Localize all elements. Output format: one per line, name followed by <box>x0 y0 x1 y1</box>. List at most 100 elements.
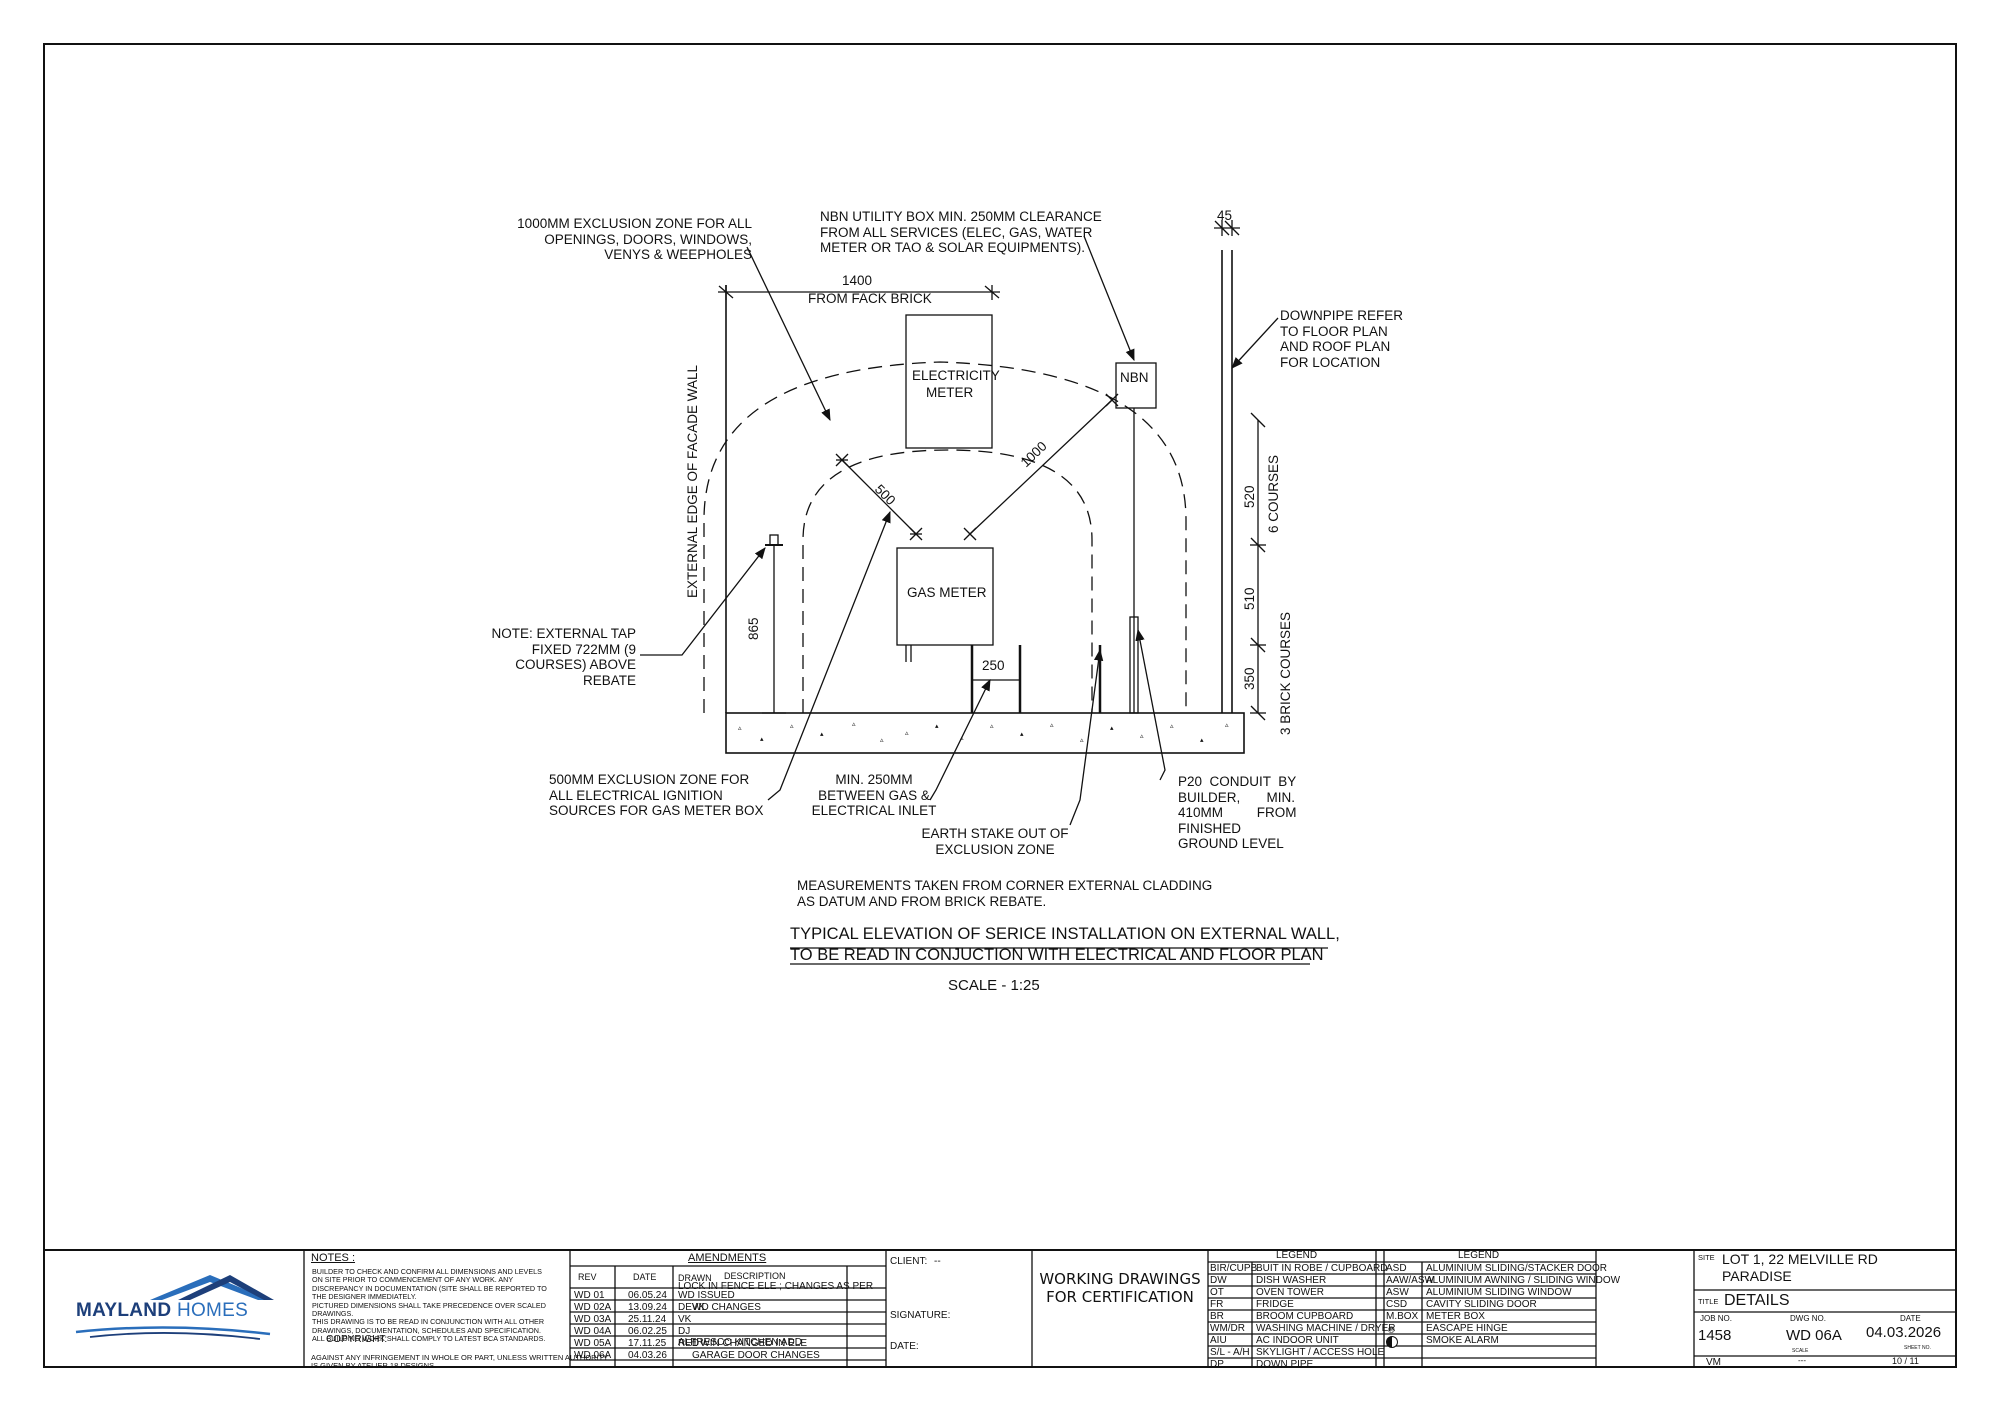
tb-copyright-text-1: AGAINST ANY INFRINGEMENT IN WHOLE OR PAR… <box>311 1353 609 1362</box>
logo-text: MAYLAND HOMES <box>76 1300 248 1322</box>
tb-date-label-right: DATE <box>1900 1314 1921 1323</box>
tb-amendment-cell: RED <box>678 1338 700 1349</box>
tb-note-item: DRAWINGS. <box>312 1310 354 1319</box>
label-three-brick-courses: 3 BRICK COURSES <box>1278 612 1293 735</box>
tb-legend-left-cell: OVEN TOWER <box>1256 1287 1324 1298</box>
note-measurements: MEASUREMENTS TAKEN FROM CORNER EXTERNAL … <box>797 878 1213 909</box>
label-elec-meter-2: METER <box>926 385 974 400</box>
tb-job-label: JOB NO. <box>1700 1314 1733 1323</box>
tb-legend-left-cell: AIU <box>1210 1335 1227 1346</box>
note-earth-stake: EARTH STAKE OUT OF EXCLUSION ZONE <box>921 826 1069 857</box>
tb-amendment-cell: 04.03.26 <box>628 1350 667 1361</box>
tb-amend-extra-2: ALFRESCO KITCHEN ADD <box>678 1337 802 1348</box>
svg-text:▴: ▴ <box>1110 725 1114 732</box>
tb-legend-left-cell: DW <box>1210 1275 1227 1286</box>
electricity-meter-box <box>905 314 993 449</box>
p20-conduit <box>1129 616 1139 714</box>
tb-amendment-cell: WD 03A <box>574 1314 612 1325</box>
tb-amend-col-description: DESCRIPTION <box>724 1271 786 1281</box>
tb-legend-left-cell: BIR/CUPB <box>1210 1263 1258 1274</box>
dim-520: 520 <box>1242 485 1257 508</box>
tb-legend-left-cell: AC INDOOR UNIT <box>1256 1335 1339 1346</box>
tb-notes-heading: NOTES : <box>311 1252 356 1264</box>
tb-note-item: THIS DRAWING IS TO BE READ IN CONJUNCTIO… <box>312 1318 545 1327</box>
tb-dwg-value: WD 06A <box>1786 1327 1842 1344</box>
tb-legend-left-cell: FRIDGE <box>1256 1299 1294 1310</box>
tb-amendment-cell: WD 02A <box>574 1302 612 1313</box>
tb-legend-right-cell: ASD <box>1386 1263 1407 1274</box>
tb-legend-right-cell: SMOKE ALARM <box>1426 1335 1499 1346</box>
tb-amendment-cell: 25.11.24 <box>628 1314 667 1325</box>
svg-text:▵: ▵ <box>852 721 856 728</box>
note-external-tap: NOTE: EXTERNAL TAP FIXED 722MM (9 COURSE… <box>491 626 636 688</box>
tb-legend-left-cell: WM/DR <box>1210 1323 1245 1334</box>
svg-text:▵: ▵ <box>905 730 909 737</box>
dim-865: 865 <box>746 617 761 640</box>
tb-amendment-cell: GARAGE DOOR CHANGES <box>692 1350 820 1361</box>
tb-note-item: ALL BUILDING WORK SHALL COMPLY TO LATEST… <box>312 1335 546 1344</box>
tb-legend-right-cell: M.BOX <box>1386 1311 1419 1322</box>
tb-client-label: CLIENT: <box>890 1256 928 1267</box>
tb-legend-right-cell: CAVITY SLIDING DOOR <box>1426 1299 1537 1310</box>
tb-amendment-cell: WD 05A <box>574 1338 612 1349</box>
tb-date-value: 04.03.2026 <box>1866 1324 1942 1341</box>
gas-meter-box <box>896 547 994 646</box>
tb-amendment-cell: VK <box>678 1314 692 1325</box>
svg-text:▵: ▵ <box>1080 737 1084 744</box>
svg-text:▵: ▵ <box>1050 722 1054 729</box>
drawing-scale: SCALE - 1:25 <box>948 977 1040 994</box>
label-elec-meter-1: ELECTRICITY <box>912 368 1000 383</box>
svg-text:▵: ▵ <box>990 723 994 730</box>
drawing-title-line-2: TO BE READ IN CONJUCTION WITH ELECTRICAL… <box>790 946 1324 964</box>
dim-1400: 1400 <box>842 273 872 288</box>
tb-note-item: THE DESIGNER IMMEDIATELY. <box>312 1293 417 1302</box>
logo-word-mayland: MAYLAND <box>76 1300 172 1321</box>
tb-amendment-cell: WD 01 <box>574 1290 605 1301</box>
svg-text:▵: ▵ <box>790 723 794 730</box>
svg-text:▵: ▵ <box>1225 722 1229 729</box>
tb-legend-left-cell: DISH WASHER <box>1256 1275 1327 1286</box>
tb-site-label: SITE <box>1698 1253 1715 1262</box>
note-downpipe: DOWNPIPE REFER TO FLOOR PLAN AND ROOF PL… <box>1280 308 1404 370</box>
tb-note-item: DISCREPANCY IN DOCUMENTATION (SITE SHALL… <box>312 1284 547 1293</box>
tb-date-label: DATE: <box>890 1341 919 1352</box>
tb-client-value: -- <box>934 1256 941 1267</box>
tb-scale-label: SCALE <box>1792 1348 1809 1354</box>
tb-legend-right-cell: ALUMINIUM AWNING / SLIDING WINDOW <box>1426 1275 1621 1286</box>
tb-amend-extra-1: LOCK IN FENCE ELE ; CHANGES AS PER <box>678 1281 874 1292</box>
tb-legend-left-cell: FR <box>1210 1299 1224 1310</box>
tb-job-value: 1458 <box>1698 1327 1732 1344</box>
tb-amendment-cell: 13.09.24 <box>628 1302 667 1313</box>
svg-text:▵: ▵ <box>1140 733 1144 740</box>
note-exclusion-1000: 1000MM EXCLUSION ZONE FOR ALL OPENINGS, … <box>517 216 752 262</box>
note-exclusion-500: 500MM EXCLUSION ZONE FOR ALL ELECTRICAL … <box>549 772 764 818</box>
tb-signature-label: SIGNATURE: <box>890 1310 951 1321</box>
tb-legend-right-cell: METER BOX <box>1426 1311 1485 1322</box>
tb-sheet-value: 10 / 11 <box>1892 1356 1919 1366</box>
tb-legend-left-cell: OT <box>1210 1287 1224 1298</box>
tb-legend-left-cell: DOWN PIPE <box>1256 1359 1314 1370</box>
label-gas-meter: GAS METER <box>907 585 987 600</box>
label-facade-wall: EXTERNAL EDGE OF FACADE WALL <box>685 364 700 598</box>
logo-word-homes: HOMES <box>176 1300 249 1321</box>
tb-legend-left-cell: S/L - A/H <box>1210 1347 1250 1358</box>
drawing-title: TYPICAL ELEVATION OF SERICE INSTALLATION… <box>790 924 1340 966</box>
smoke-alarm-icon <box>1386 1336 1398 1348</box>
tb-scale-value: --- <box>1798 1356 1806 1365</box>
tb-amendment-cell: WD ISSUED <box>678 1290 735 1301</box>
tb-legend-left-cell: BR <box>1210 1311 1224 1322</box>
svg-text:▴: ▴ <box>760 736 764 743</box>
tb-amend-col-rev: REV <box>578 1272 597 1282</box>
tb-legend-heading-right: LEGEND <box>1458 1250 1500 1261</box>
tb-legend-left-cell: BUIT IN ROBE / CUPBOARD <box>1256 1263 1388 1274</box>
tb-amendment-cell: WD 04A <box>574 1326 612 1337</box>
svg-text:▵: ▵ <box>1170 723 1174 730</box>
tb-amendment-cell: DJ <box>678 1326 691 1337</box>
tb-legend-right-cell: AAW/ASW <box>1386 1275 1434 1286</box>
exclusion-zone-500 <box>802 449 1093 713</box>
note-min-250: MIN. 250MM BETWEEN GAS & ELECTRICAL INLE… <box>811 772 937 818</box>
tb-title-value: DETAILS <box>1724 1292 1790 1309</box>
tb-note-item: DRAWINGS, DOCUMENTATION, SCHEDULES AND S… <box>312 1326 541 1335</box>
